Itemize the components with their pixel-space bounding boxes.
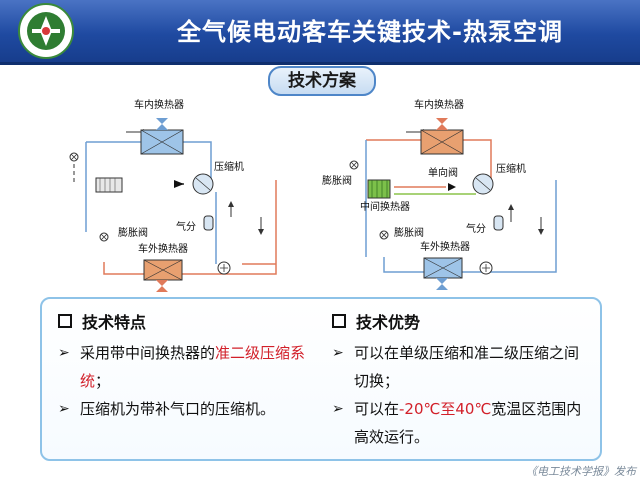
university-logo [18,3,74,59]
right-indoor-fan-icon [436,118,448,130]
right-outdoor-hx-label: 车外换热器 [420,240,470,253]
left-check-valve-icon [174,180,184,188]
header-bar [0,0,640,62]
checkbox-bullet-icon [58,314,72,328]
left-outdoor-fan-icon [156,280,168,292]
right-system: 车内换热器 膨胀阀 中间换热器 单向阀 压缩机 气分 膨胀阀 车外换热器 [322,98,557,290]
left-intermediate-hx [95,177,123,193]
left-system: 车内换热器 压缩机 气分 膨胀阀 车外换热器 [69,98,277,292]
right-pipe-bottom [383,180,557,273]
right-intermediate-hx-label: 中间换热器 [360,200,410,213]
left-outdoor-hx-label: 车外换热器 [138,242,188,255]
right-check-valve-icon [448,183,456,191]
page-title: 全气候电动客车关键技术-热泵空调 [177,18,563,46]
advantages-column: 技术优势 ➢ 可以在单级压缩和准二级压缩之间切换； ➢ 可以在-20℃至40℃宽… [332,309,590,451]
left-compressor-label: 压缩机 [214,160,244,173]
left-indoor-fan-icon [156,118,168,130]
chevron-right-icon: ➢ [58,401,70,417]
chevron-right-icon: ➢ [332,401,344,417]
right-intermediate-hx [367,179,391,199]
right-expansion-valve-2-label: 膨胀阀 [394,226,424,239]
left-pipe-bottom [103,180,277,275]
left-gas-separator-icon [203,215,214,231]
header-divider [0,62,640,65]
source-footer: 《电工技术学报》发布 [526,465,636,478]
list-item: ➢ 可以在-20℃至40℃宽温区范围内高效运行。 [332,395,590,451]
list-item: ➢ 可以在单级压缩和准二级压缩之间切换； [332,339,590,395]
list-item: ➢ 采用带中间换热器的准二级压缩系统； [58,339,318,395]
advantages-heading: 技术优势 [332,309,590,333]
features-column: 技术特点 ➢ 采用带中间换热器的准二级压缩系统； ➢ 压缩机为带补气口的压缩机。 [58,309,318,423]
left-indoor-hx-label: 车内换热器 [134,98,184,111]
right-gas-separator-label: 气分 [466,222,486,235]
heat-pump-diagram: 车内换热器 压缩机 气分 膨胀阀 车外换热器 [69,98,557,292]
right-check-valve-label: 单向阀 [428,166,458,179]
features-heading: 技术特点 [58,309,318,333]
right-gas-separator-icon [493,215,504,231]
info-panel: 技术特点 ➢ 采用带中间换热器的准二级压缩系统； ➢ 压缩机为带补气口的压缩机。… [40,297,602,461]
right-compressor-label: 压缩机 [496,162,526,175]
section-tag: 技术方案 [268,66,376,96]
chevron-right-icon: ➢ [58,345,70,361]
right-pipe-top [366,139,492,184]
checkbox-bullet-icon [332,314,346,328]
left-expansion-valve-label: 膨胀阀 [118,226,148,239]
left-gas-separator-label: 气分 [176,220,196,233]
right-outdoor-fan-icon [436,278,448,290]
list-item: ➢ 压缩机为带补气口的压缩机。 [58,395,318,423]
chevron-right-icon: ➢ [332,345,344,361]
right-expansion-valve-1-label: 膨胀阀 [322,174,352,187]
right-indoor-hx-label: 车内换热器 [414,98,464,111]
